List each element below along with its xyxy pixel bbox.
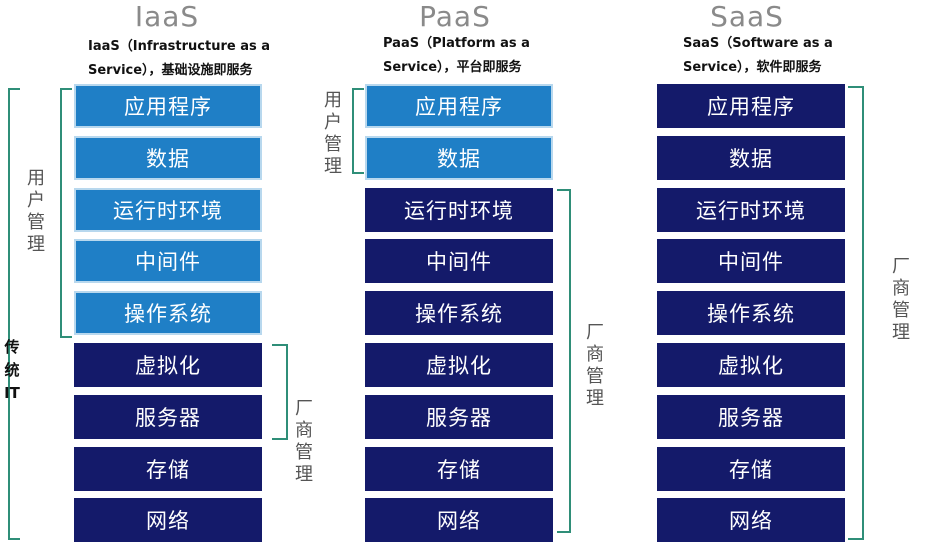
saas-stack: 应用程序 数据 运行时环境 中间件 操作系统 虚拟化 服务器 存储 网络 [657,84,845,550]
saas-layer-os: 操作系统 [657,291,845,336]
iaas-vendor-bracket [272,344,288,440]
saas-layer-data: 数据 [657,135,845,180]
saas-desc-line1: SaaS（Software as a [683,36,833,51]
saas-layer-applications: 应用程序 [657,84,845,128]
paas-layer-runtime: 运行时环境 [365,187,553,232]
saas-vendor-bracket [848,86,864,540]
paas-desc-line2: Service），平台即服务 [383,60,522,75]
iaas-stack: 应用程序 数据 运行时环境 中间件 操作系统 虚拟化 服务器 存储 网络 [74,84,262,550]
iaas-layer-data: 数据 [74,135,262,180]
saas-layer-virtualization: 虚拟化 [657,342,845,387]
iaas-layer-servers: 服务器 [74,394,262,439]
iaas-desc-line1: IaaS（Infrastructure as a [88,39,271,54]
iaas-title: IaaS [134,0,200,33]
iaas-user-bracket [60,88,72,338]
paas-layer-storage: 存储 [365,446,553,491]
iaas-layer-virtualization: 虚拟化 [74,342,262,387]
saas-layer-storage: 存储 [657,446,845,491]
traditional-it-bracket [8,88,20,540]
iaas-layer-storage: 存储 [74,446,262,491]
saas-description: SaaS（Software as a Service），软件即服务 [683,32,833,80]
paas-vendor-managed-label: 厂商管理 [586,322,604,409]
paas-vendor-bracket [557,189,571,533]
paas-layer-data: 数据 [365,135,553,180]
iaas-layer-runtime: 运行时环境 [74,187,262,232]
saas-layer-servers: 服务器 [657,394,845,439]
paas-title: PaaS [419,0,491,33]
traditional-it-label: 传统IT [4,338,20,402]
iaas-description: IaaS（Infrastructure as a Service），基础设施即服… [88,35,270,83]
paas-description: PaaS（Platform as a Service），平台即服务 [383,32,530,80]
saas-desc-line2: Service），软件即服务 [683,60,822,75]
iaas-layer-applications: 应用程序 [74,84,262,128]
paas-user-managed-label: 用户管理 [324,90,342,177]
paas-layer-os: 操作系统 [365,291,553,336]
paas-desc-line1: PaaS（Platform as a [383,36,530,51]
iaas-layer-os: 操作系统 [74,291,262,336]
paas-stack: 应用程序 数据 运行时环境 中间件 操作系统 虚拟化 服务器 存储 网络 [365,84,553,550]
saas-vendor-managed-label: 厂商管理 [892,256,910,343]
paas-layer-servers: 服务器 [365,394,553,439]
iaas-layer-network: 网络 [74,498,262,543]
iaas-user-managed-label: 用户管理 [27,168,45,255]
paas-layer-applications: 应用程序 [365,84,553,128]
paas-layer-network: 网络 [365,498,553,543]
saas-layer-runtime: 运行时环境 [657,187,845,232]
iaas-layer-middleware: 中间件 [74,239,262,284]
iaas-vendor-managed-label: 厂商管理 [295,398,313,485]
saas-layer-middleware: 中间件 [657,239,845,284]
iaas-desc-line2: Service），基础设施即服务 [88,63,253,78]
paas-layer-middleware: 中间件 [365,239,553,284]
paas-user-bracket [352,88,364,174]
paas-layer-virtualization: 虚拟化 [365,342,553,387]
saas-title: SaaS [710,0,784,33]
saas-layer-network: 网络 [657,498,845,543]
